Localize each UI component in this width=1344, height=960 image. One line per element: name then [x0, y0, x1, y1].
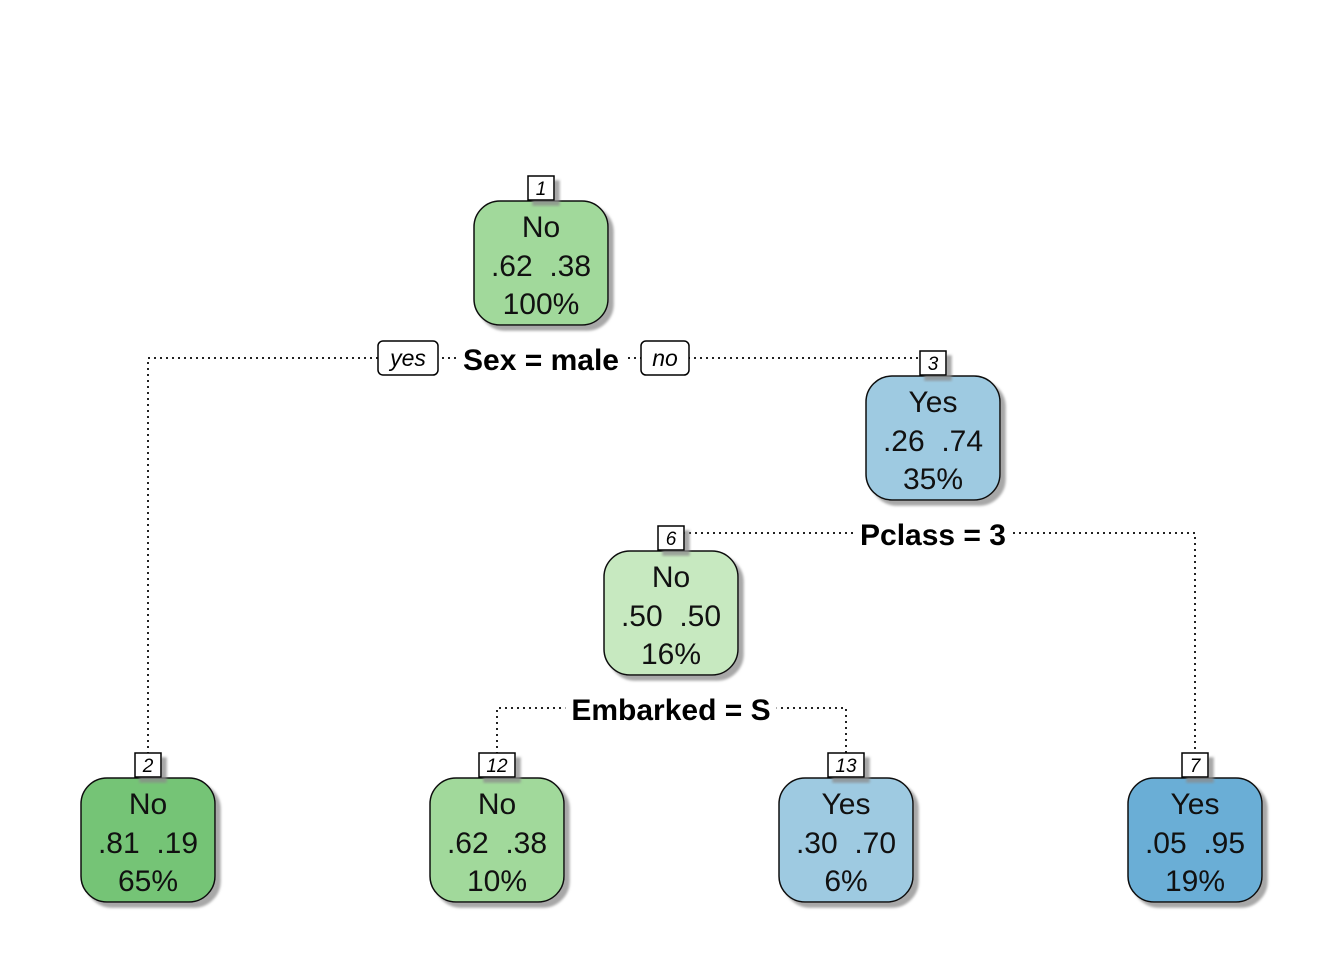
node-id-tab — [919, 350, 947, 376]
tree-node-2: 2No .81 .19 65% — [80, 752, 216, 903]
tree-node-1: 1No .62 .38 100% — [473, 175, 609, 326]
node-id-label: 3 — [928, 354, 939, 375]
node-class-label: No — [129, 788, 167, 821]
split-label-background — [854, 517, 1012, 554]
node-box — [778, 777, 914, 903]
branch-label-no-box — [640, 340, 690, 376]
split-edge-node-1 — [147, 357, 934, 766]
node-box — [473, 200, 609, 326]
node-class-label: No — [522, 211, 560, 244]
node-percent-label: 16% — [641, 638, 701, 671]
node-percent-label: 19% — [1165, 865, 1225, 898]
node-box — [429, 777, 565, 903]
node-class-label: No — [652, 561, 690, 594]
node-percent-label: 10% — [467, 865, 527, 898]
node-percent-label: 35% — [903, 463, 963, 496]
node-probabilities-label: .81 .19 — [98, 827, 198, 860]
node-id-label: 1 — [536, 179, 547, 200]
node-class-label: Yes — [822, 788, 871, 821]
node-id-tab — [527, 175, 555, 201]
node-id-label: 13 — [835, 756, 857, 777]
node-percent-label: 100% — [503, 288, 580, 321]
node-id-label: 6 — [666, 529, 677, 550]
node-probabilities-label: .62 .38 — [447, 827, 547, 860]
split-edge-node-3 — [670, 532, 1196, 766]
node-percent-label: 65% — [118, 865, 178, 898]
branch-label-yes-box — [377, 340, 439, 376]
node-id-tab — [1181, 752, 1209, 778]
branch-label-no: no — [652, 345, 678, 371]
node-id-tab — [134, 752, 162, 778]
node-class-label: Yes — [909, 386, 958, 419]
node-probabilities-label: .30 .70 — [796, 827, 896, 860]
node-probabilities-label: .05 .95 — [1145, 827, 1245, 860]
branch-label-yes: yes — [388, 345, 426, 371]
node-id-label: 2 — [142, 756, 154, 777]
node-id-tab — [657, 525, 685, 551]
node-id-label: 7 — [1190, 756, 1202, 777]
split-label-background — [457, 342, 625, 379]
node-id-label: 12 — [486, 756, 508, 777]
node-id-tab — [478, 752, 516, 778]
node-id-tab — [827, 752, 865, 778]
node-box — [865, 375, 1001, 501]
split-label-background — [565, 692, 777, 729]
node-class-label: No — [478, 788, 516, 821]
node-class-label: Yes — [1171, 788, 1220, 821]
node-percent-label: 6% — [824, 865, 867, 898]
node-probabilities-label: .62 .38 — [491, 250, 591, 283]
tree-node-6: 6No .50 .50 16% — [603, 525, 739, 676]
node-box — [80, 777, 216, 903]
node-box — [603, 550, 739, 676]
node-probabilities-label: .50 .50 — [621, 600, 721, 633]
split-label-node-3: Pclass = 3 — [860, 519, 1006, 552]
node-box — [1127, 777, 1263, 903]
node-probabilities-label: .26 .74 — [883, 425, 983, 458]
split-label-node-6: Embarked = S — [571, 694, 770, 727]
split-label-node-1: Sex = male — [463, 344, 619, 377]
